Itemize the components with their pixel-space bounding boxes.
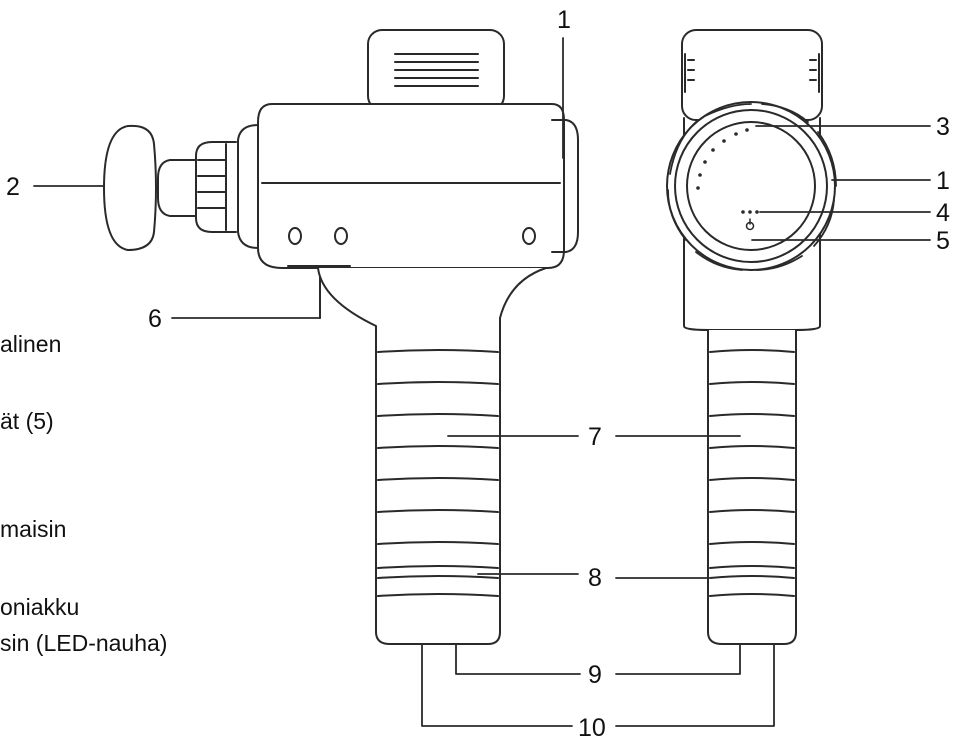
battery-base-line <box>377 593 499 597</box>
screw-hole <box>334 227 348 245</box>
speed-indicator-dots <box>696 128 749 190</box>
battery-base-line-front <box>709 593 795 597</box>
led-band-front-bottom <box>709 575 795 579</box>
callout-8: 8 <box>588 564 602 592</box>
callout-5: 5 <box>936 227 950 255</box>
callout-numbers: 1 2 3 1 4 5 6 7 8 9 10 <box>6 6 950 742</box>
ribbed-shaft <box>195 141 237 233</box>
handle-grip-rings-front <box>709 349 795 545</box>
attachment-neck <box>157 159 197 217</box>
massage-head-attachment <box>103 124 157 251</box>
callout-1-side: 1 <box>557 6 571 34</box>
led-band-top <box>377 565 499 569</box>
handle-front <box>707 329 797 645</box>
callout-4: 4 <box>936 199 950 227</box>
callout-6: 6 <box>148 305 162 333</box>
handle-grip-rings <box>377 349 499 545</box>
callout-2: 2 <box>6 173 20 201</box>
screw-hole <box>288 227 302 245</box>
screw-hole <box>522 227 536 245</box>
callout-10: 10 <box>578 714 606 742</box>
led-band-bottom <box>377 575 499 579</box>
handle <box>317 267 547 645</box>
rear-cap <box>551 119 579 253</box>
leader-lines <box>33 37 931 727</box>
side-view-device <box>103 29 579 645</box>
legend-fragment-1: alinen <box>0 331 62 357</box>
legend-fragment-5: sin (LED-nauha) <box>0 630 168 656</box>
callout-7: 7 <box>588 423 602 451</box>
control-dial-face <box>686 121 816 251</box>
head-body <box>257 103 565 269</box>
vent-grille <box>394 53 479 87</box>
front-collar <box>237 124 259 249</box>
led-band-front-top <box>709 565 795 569</box>
side-vents <box>684 53 820 93</box>
control-dial-outer <box>666 101 836 271</box>
power-button-icon <box>745 218 755 231</box>
callout-1-front: 1 <box>936 167 950 195</box>
callout-9: 9 <box>588 661 602 689</box>
legend-fragment-3: maisin <box>0 516 67 542</box>
legend-fragment-4: oniakku <box>0 594 80 620</box>
dial-segments <box>667 103 837 271</box>
front-view-device <box>666 29 837 645</box>
callout-3: 3 <box>936 113 950 141</box>
battery-level-dots <box>741 210 759 214</box>
control-dial-ring <box>674 109 828 263</box>
legend-fragment-2: ät (5) <box>0 408 54 434</box>
